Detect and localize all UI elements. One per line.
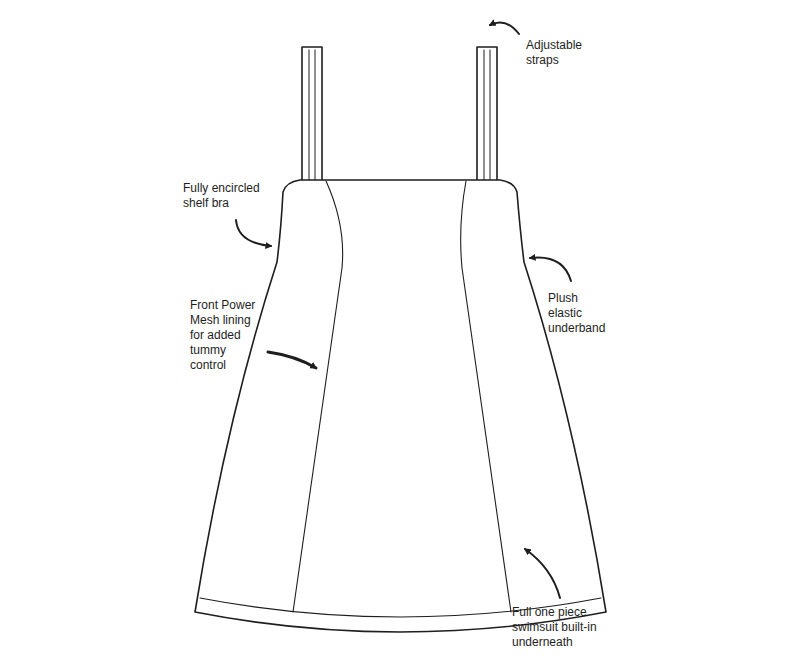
callout-arrow — [490, 22, 519, 34]
callout-label: Fully encircled shelf bra — [183, 181, 279, 211]
callout-arrow — [236, 220, 271, 246]
callout-label: Front Power Mesh lining for added tummy … — [190, 298, 264, 373]
callout-label: Full one piece swimsuit built-in underne… — [512, 605, 626, 650]
strap-stitch — [484, 50, 485, 180]
strap-stitch — [490, 50, 491, 180]
princess-seam — [461, 181, 511, 612]
strap-stitch — [315, 50, 316, 180]
callout-arrow — [525, 549, 560, 598]
left-strap — [302, 47, 322, 182]
callout-arrow — [530, 257, 571, 281]
right-strap — [477, 47, 497, 182]
princess-seam — [293, 181, 343, 612]
callout-arrow — [268, 352, 316, 368]
strap-stitch — [309, 50, 310, 180]
callout-label: Adjustable straps — [526, 38, 598, 68]
callout-label: Plush elastic underband — [548, 291, 612, 336]
dress-outline — [195, 180, 606, 632]
